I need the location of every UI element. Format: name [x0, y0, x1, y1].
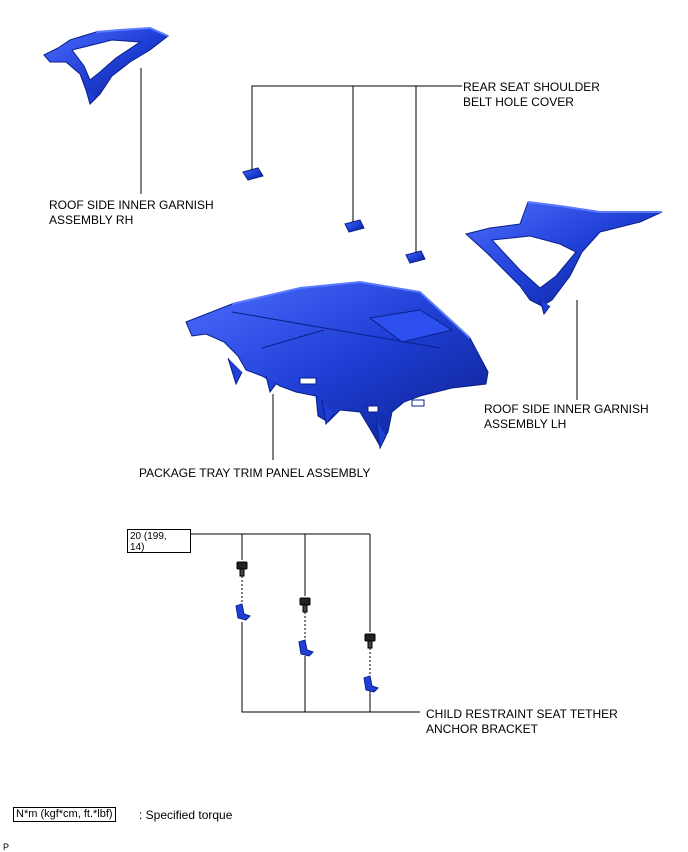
- anchor-bracket-2: [298, 639, 314, 657]
- leader-lines: [140, 68, 578, 713]
- torque-value-box: 20 (199, 14): [127, 529, 191, 553]
- anchor-bracket-3: [363, 675, 379, 693]
- legend-torque-unit: N*m (kgf*cm, ft.*lbf): [13, 807, 116, 822]
- torque-value-line1: 20 (199,: [130, 531, 167, 542]
- label-anchor-bracket-2: ANCHOR BRACKET: [426, 722, 539, 736]
- label-package-tray: PACKAGE TRAY TRIM PANEL ASSEMBLY: [139, 466, 371, 480]
- label-garnish-rh-2: ASSEMBLY RH: [49, 213, 134, 227]
- label-garnish-lh-1: ROOF SIDE INNER GARNISH: [484, 402, 649, 416]
- label-garnish-lh-2: ASSEMBLY LH: [484, 417, 567, 431]
- label-rear-seat-belt-cover-2: BELT HOLE COVER: [463, 95, 574, 109]
- bolt-bracket-dashes: [241, 576, 371, 676]
- roof-side-inner-garnish-rh: [43, 26, 169, 105]
- label-garnish-rh-1: ROOF SIDE INNER GARNISH: [49, 198, 214, 212]
- label-anchor-bracket-1: CHILD RESTRAINT SEAT TETHER: [426, 707, 618, 721]
- anchor-bracket-1: [235, 603, 251, 621]
- leader-belt-hole-cover: [251, 85, 462, 170]
- corner-mark: P: [3, 842, 10, 852]
- bolt-2: [299, 597, 311, 613]
- belt-hole-cover-1: [242, 167, 264, 181]
- legend-description: : Specified torque: [139, 808, 233, 822]
- label-rear-seat-belt-cover-1: REAR SEAT SHOULDER: [463, 80, 600, 94]
- bolt-3: [364, 633, 376, 649]
- belt-hole-cover-2: [344, 219, 365, 233]
- package-tray-trim-panel: [185, 280, 489, 450]
- leader-anchor-bracket: [241, 622, 420, 713]
- bolt-1: [236, 561, 248, 577]
- torque-value-line2: 14): [130, 542, 145, 553]
- roof-side-inner-garnish-lh: [464, 201, 663, 316]
